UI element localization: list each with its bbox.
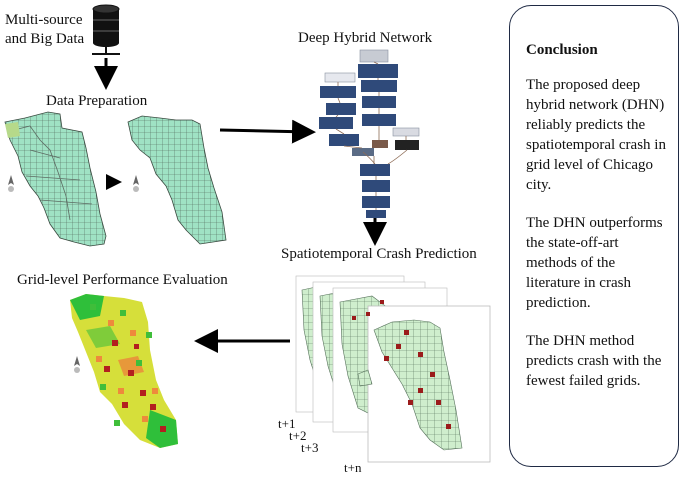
north-arrow-icon xyxy=(133,175,139,192)
time-step-label: t+1 xyxy=(278,416,296,431)
performance-heatmap xyxy=(70,294,178,448)
conclusion-paragraph: The DHN method predicts crash with the f… xyxy=(526,333,662,389)
predicted-crash-cells xyxy=(352,300,451,429)
arrow-prep-to-dhn xyxy=(219,119,316,144)
north-arrow-icon xyxy=(8,175,14,192)
crash-prediction-label: Spatiotemporal Crash Prediction xyxy=(281,246,477,262)
heatmap-hot-cells xyxy=(104,340,166,432)
time-step-label: t+3 xyxy=(301,440,319,455)
network-architecture xyxy=(319,49,420,218)
north-arrow-icon xyxy=(74,356,80,373)
raw-city-map xyxy=(4,111,107,247)
time-step-label: t+2 xyxy=(289,428,307,443)
prediction-frame xyxy=(357,305,491,463)
deep-hybrid-network-label: Deep Hybrid Network xyxy=(298,30,433,46)
database-icon xyxy=(92,4,120,55)
conclusion-paragraph: The proposed deep hybrid network (DHN) r… xyxy=(526,77,666,193)
performance-evaluation-label: Grid-level Performance Evaluation xyxy=(17,272,228,288)
data-preparation-label: Data Preparation xyxy=(46,93,148,109)
heatmap-orange-cells xyxy=(96,320,158,422)
conclusion-panel: Conclusion The proposed deep hybrid netw… xyxy=(509,5,679,467)
heatmap-green-cells xyxy=(90,304,152,426)
source-label-line1: Multi-source xyxy=(5,12,83,28)
gridded-city-map xyxy=(127,115,227,245)
conclusion-paragraph: The DHN outperforms the state-off-art me… xyxy=(526,215,663,311)
conclusion-title: Conclusion xyxy=(526,42,598,58)
time-step-label: t+n xyxy=(344,460,362,475)
source-label-line2: and Big Data xyxy=(5,31,85,47)
